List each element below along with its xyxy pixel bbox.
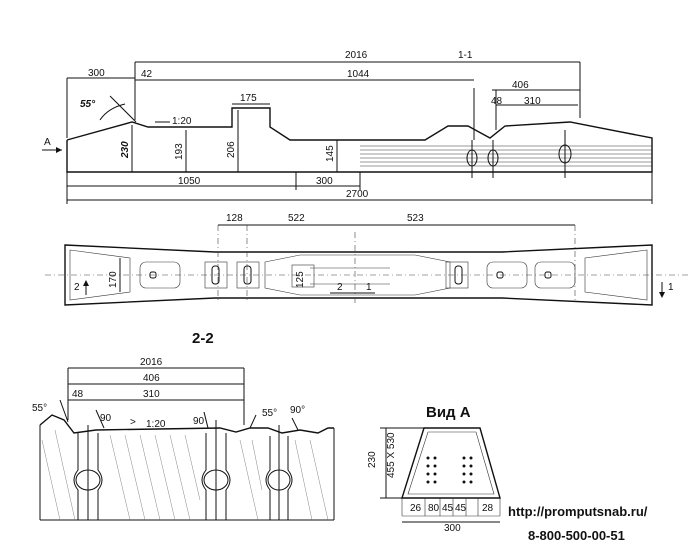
slot-125: 125 <box>295 271 306 288</box>
s22-dim-310: 310 <box>143 389 160 400</box>
section-2-2-title: 2-2 <box>192 330 214 347</box>
dim-206: 206 <box>226 141 237 158</box>
view-a-inner-dim: 455 X 530 <box>386 432 397 478</box>
s22-sockets <box>59 399 299 520</box>
dim-2016: 2016 <box>345 50 368 61</box>
s22-dim-406: 406 <box>143 373 160 384</box>
rail-seat-sockets <box>466 88 572 178</box>
elevation-view: 2016 1-1 300 42 1044 406 48 310 175 55° … <box>42 50 653 204</box>
watermark-phone: 8-800-500-00-51 <box>528 528 625 543</box>
dim-42: 42 <box>141 69 153 80</box>
section-mark-1: 1 <box>668 282 674 293</box>
section-mark-2: 2 <box>74 282 80 293</box>
dim-310: 310 <box>524 96 541 107</box>
s22-slope: 1:20 <box>146 419 166 430</box>
dim-523: 523 <box>407 213 424 224</box>
view-a-title: Вид А <box>426 404 471 421</box>
dim-406: 406 <box>512 80 529 91</box>
dim-230: 230 <box>120 141 131 159</box>
s22-angle-90-b: 90 <box>193 416 205 427</box>
dim-300: 300 <box>88 68 105 79</box>
dim-170: 170 <box>108 271 119 288</box>
strand-lines <box>360 145 652 167</box>
arrow-a-label: A <box>44 137 51 148</box>
dim-128: 128 <box>226 213 243 224</box>
view-a-dim-45b: 45 <box>455 503 467 514</box>
watermark: http://promputsnab.ru/ 8-800-500-00-51 <box>508 504 648 543</box>
s22-hatching <box>41 429 329 521</box>
s22-dim-48: 48 <box>72 389 84 400</box>
dim-1050: 1050 <box>178 176 201 187</box>
plan-view: 125 128 522 523 170 2 1 2 1 <box>45 213 690 306</box>
view-a: Вид А 230 455 X 530 26 80 45 45 28 300 <box>367 404 501 534</box>
view-a-dim-26: 26 <box>410 503 422 514</box>
s22-outline <box>39 414 334 434</box>
view-a-dim-300: 300 <box>444 523 461 534</box>
s22-dim-2016: 2016 <box>140 357 163 368</box>
center-mark-1: 1 <box>366 282 372 293</box>
section-1-1-label: 1-1 <box>458 50 473 61</box>
slope-1-20: 1:20 <box>172 116 192 127</box>
watermark-url: http://promputsnab.ru/ <box>508 504 648 519</box>
dim-2700: 2700 <box>346 189 369 200</box>
view-a-dim-28: 28 <box>482 503 494 514</box>
dim-300-bottom: 300 <box>316 176 333 187</box>
view-a-dim-45a: 45 <box>442 503 454 514</box>
svg-text:>: > <box>130 417 136 428</box>
s22-angle-55-right: 55° <box>262 408 277 419</box>
dim-522: 522 <box>288 213 305 224</box>
s22-angle-90-a: 90 <box>100 413 112 424</box>
dim-193: 193 <box>174 143 185 160</box>
section-2-2: 2-2 2016 406 48 310 55° 90 1:20 > 90 55°… <box>32 330 335 521</box>
dim-175: 175 <box>240 93 257 104</box>
view-a-dim-80: 80 <box>428 503 440 514</box>
view-a-tendons <box>426 456 473 484</box>
angle-55: 55° <box>80 99 96 110</box>
s22-angle-55-left: 55° <box>32 403 47 414</box>
dim-145: 145 <box>325 145 336 162</box>
s22-angle-90-c: 90° <box>290 405 305 416</box>
dim-48: 48 <box>491 96 503 107</box>
center-mark-2: 2 <box>337 282 343 293</box>
elevation-outline <box>66 107 653 173</box>
dim-1044: 1044 <box>347 69 370 80</box>
view-a-dim-230: 230 <box>367 451 378 468</box>
